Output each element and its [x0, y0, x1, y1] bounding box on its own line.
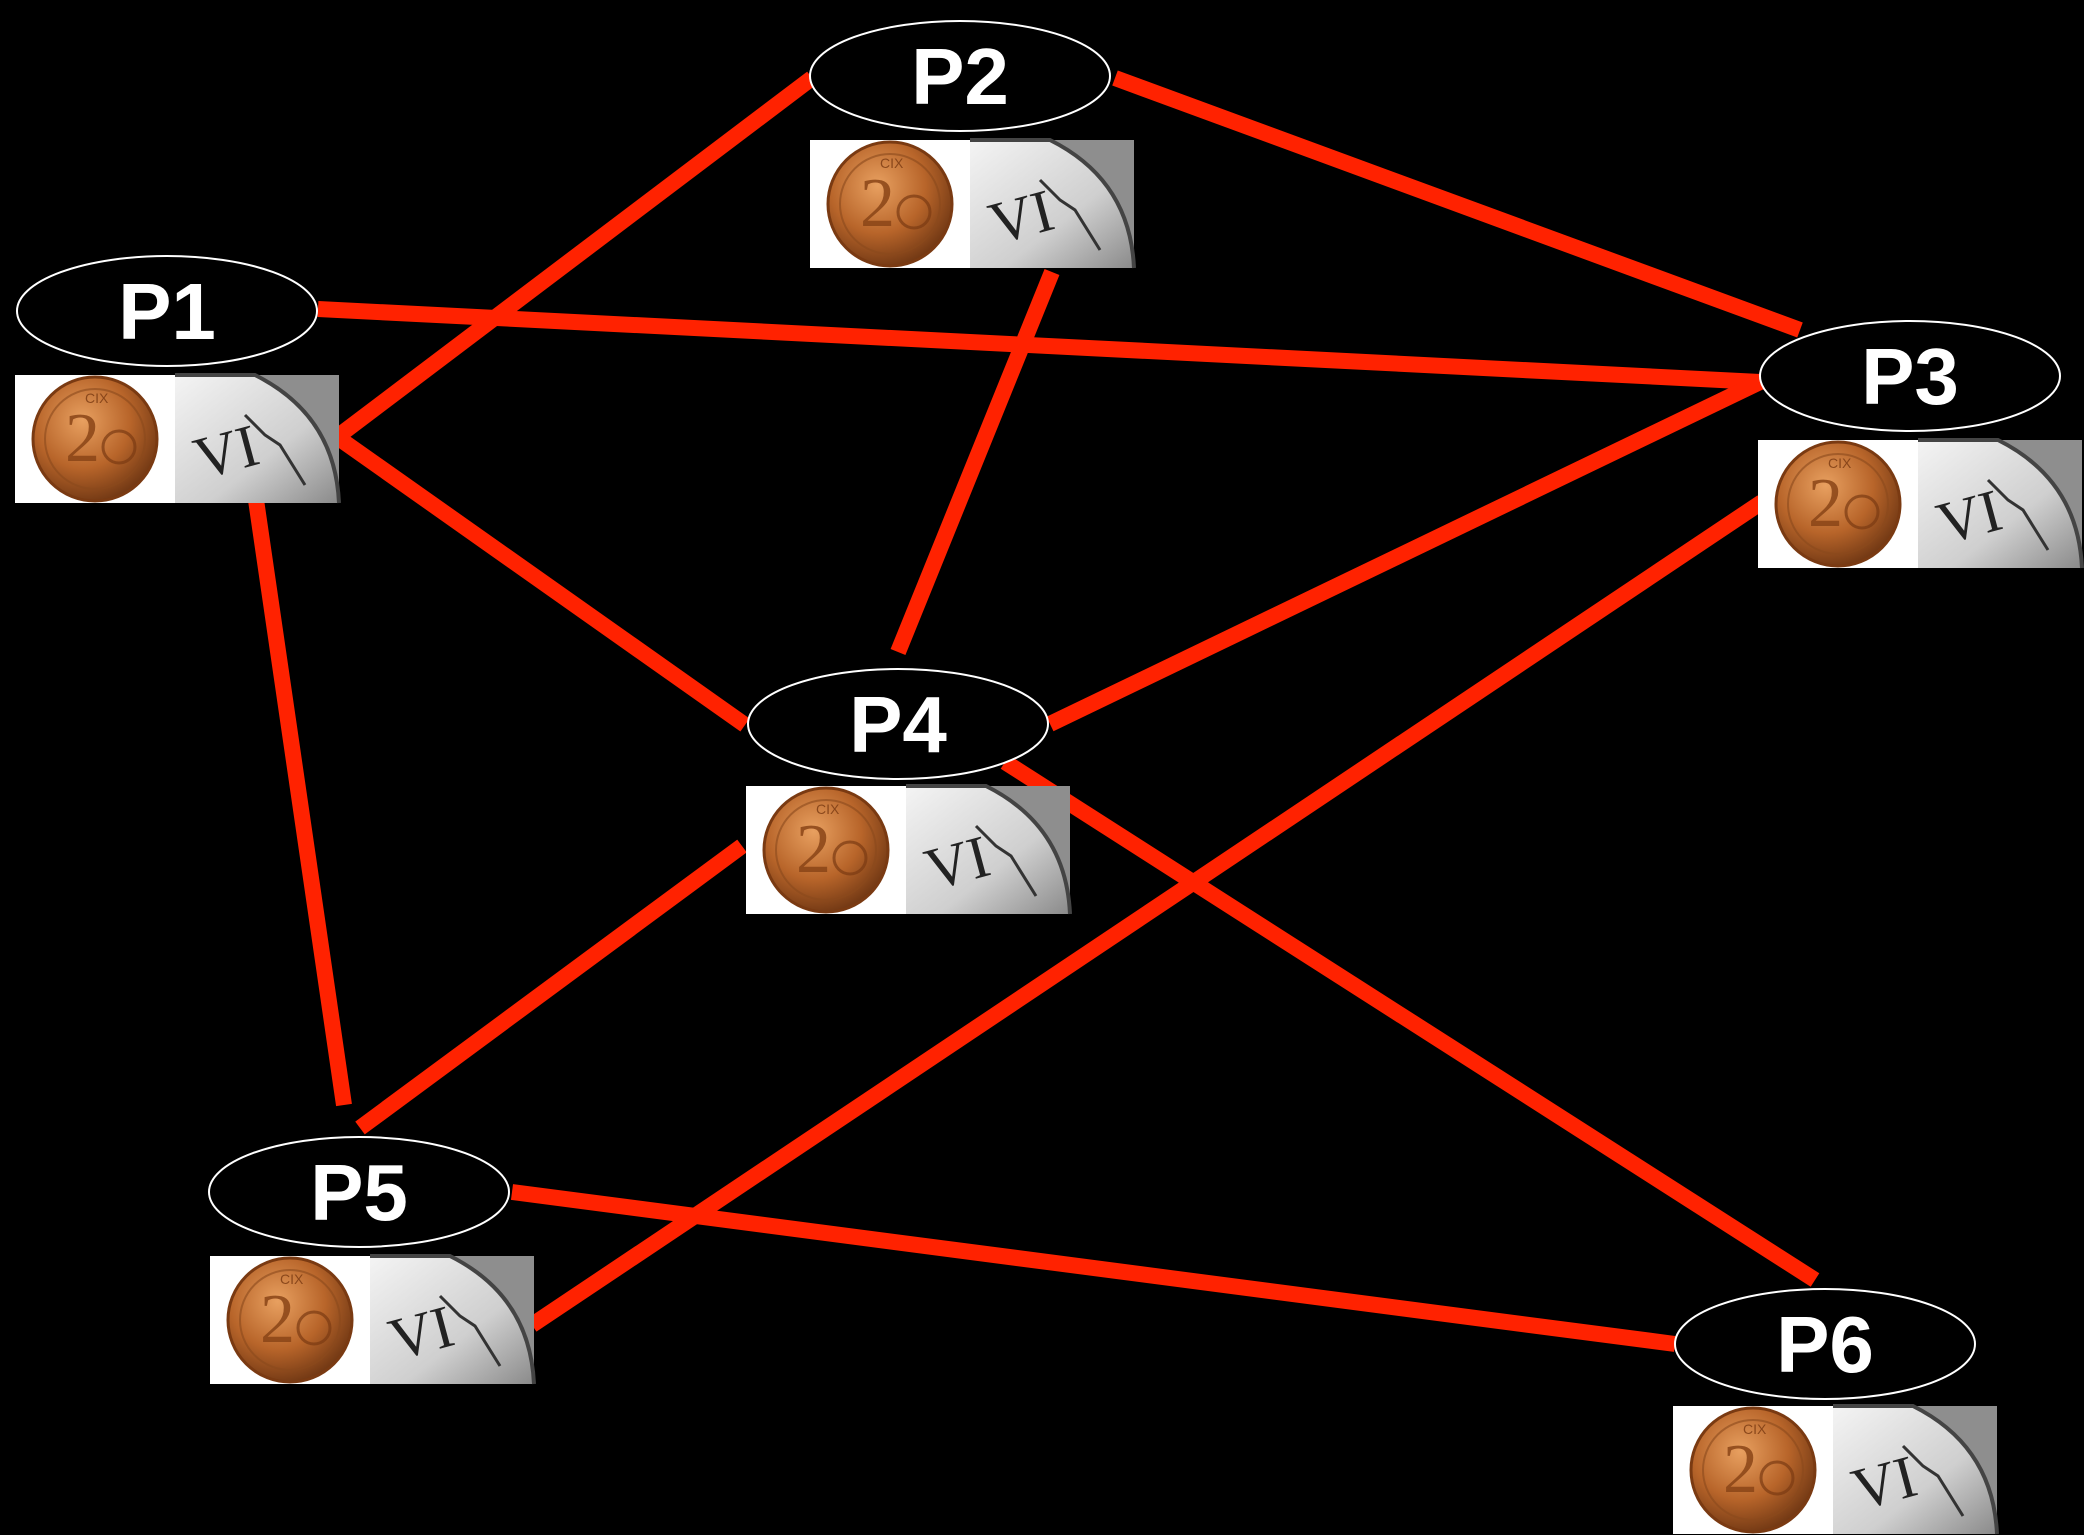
node-p2: P2 [808, 20, 1136, 270]
node-label: P1 [118, 267, 216, 356]
coin-2-cent-icon clock-face-icon [1756, 438, 2084, 570]
node-label: P3 [1861, 332, 1959, 421]
coin-2-cent-icon clock-face-icon [808, 138, 1136, 270]
edge-p5-p6 [510, 1184, 1677, 1352]
edge-p4-p6 [1000, 755, 1820, 1287]
edge-p1-p5 [248, 498, 352, 1107]
node-p3: P3 [1756, 320, 2084, 570]
node-ellipse [1674, 1288, 1976, 1400]
node-label: P5 [310, 1148, 408, 1237]
node-label: P6 [1776, 1300, 1874, 1389]
edge-p1-p3 [317, 301, 1761, 390]
coin-2-cent-icon clock-face-icon [13, 373, 341, 505]
node-ellipse [208, 1136, 510, 1248]
node-label: P2 [911, 32, 1009, 121]
edges-layer [248, 70, 1820, 1352]
node-p1: P1 [13, 255, 341, 505]
edge-p2-p3 [1112, 70, 1803, 338]
node-p5: P5 [208, 1136, 536, 1386]
edge-p3-p5 [527, 495, 1767, 1332]
node-ellipse [1759, 320, 2061, 432]
node-ellipse [16, 255, 318, 367]
coin-2-cent-icon clock-face-icon [208, 1254, 536, 1386]
node-ellipse [809, 20, 1111, 132]
node-p4: P4 [744, 668, 1072, 916]
node-label: P4 [849, 680, 947, 769]
edge-p2-p1 [332, 71, 817, 444]
edge-p4-p5 [355, 839, 747, 1135]
edge-p2-p4 [890, 268, 1060, 656]
edge-p3-p4 [1046, 374, 1764, 732]
coin-2-cent-icon clock-face-icon [1671, 1404, 1999, 1535]
node-p6: P6 [1671, 1288, 1999, 1535]
node-ellipse [747, 668, 1049, 780]
edge-p1-p4 [332, 430, 750, 732]
coin-2-cent-icon clock-face-icon [744, 784, 1072, 916]
